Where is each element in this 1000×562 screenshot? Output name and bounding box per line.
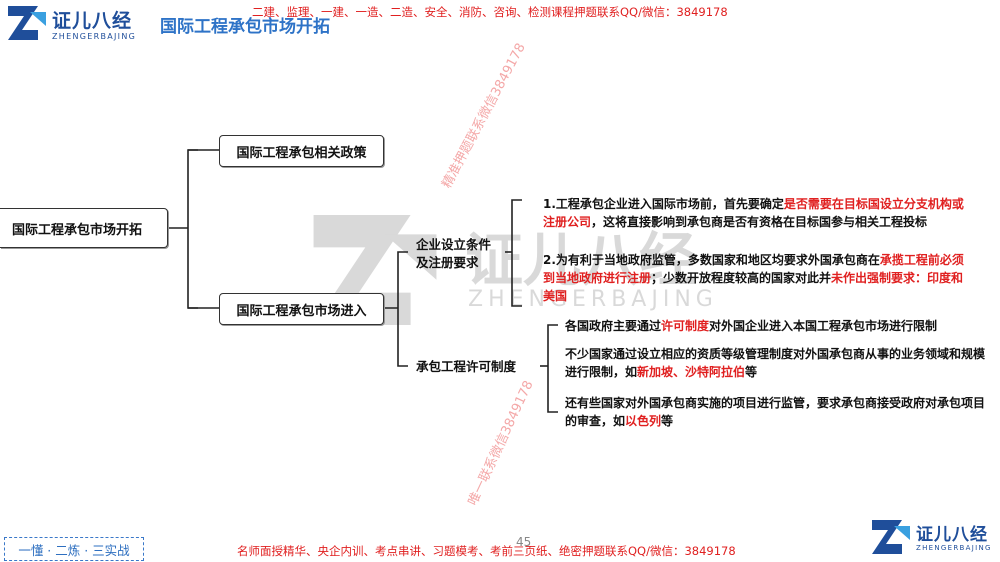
licensing-point-3: 还有些国家对外国承包商实施的项目进行监管，要求承包商接受政府对承包项目的审查，如… [565,394,985,430]
footer-brand-name-en: ZHENGERBAJING [916,544,992,552]
licensing-point-2-text-c: 等 [745,365,758,379]
registration-point-2-text-c: ；少数开放程度较高的国家对此并 [651,271,832,285]
registration-point-2-highlight-1: 承揽工程前必须到当地政府进行注册 [543,253,964,285]
registration-point-2-highlight-2: 未作出强制要求：印度和美国 [543,271,964,303]
licensing-point-3-text-c: 等 [661,414,674,428]
licensing-point-1-highlight: 许可制度 [661,319,710,333]
watermark-text-cn: 证儿八经 [465,226,698,294]
page-title: 国际工程承包市场开拓 [160,17,330,37]
branch-node-policy: 国际工程承包相关政策 [219,135,384,167]
licensing-point-3-highlight: 以色列 [625,414,662,428]
licensing-point-1-text-a: 各国政府主要通过 [565,319,662,333]
registration-point-1-highlight: 是否需要在目标国设立分支机构或注册公司 [543,197,964,229]
sub-node-licensing: 承包工程许可制度 [416,358,516,376]
footer-brand-name-cn: 证儿八经 [916,525,988,545]
root-node-label: 国际工程承包市场开拓 [12,222,143,238]
footer-brand-logo-icon [872,520,910,554]
center-watermark: 证儿八经 ZHENGERBAJING [300,215,720,335]
root-node: 国际工程承包市场开拓 [0,208,168,248]
branch-node-policy-label: 国际工程承包相关政策 [236,145,367,161]
licensing-point-2-highlight: 新加坡、沙特阿拉伯 [637,365,746,379]
header-logo: 证儿八经 ZHENGERBAJING [8,6,158,48]
footer-slogan-box: 一懂 · 二炼 · 三实战 [4,537,144,561]
brand-name-cn: 证儿八经 [52,10,133,32]
footer-logo: 证儿八经 ZHENGERBAJING [872,518,996,558]
brand-name-en: ZHENGERBAJING [52,32,137,41]
sub-node-registration: 企业设立条件 及注册要求 [416,236,508,272]
licensing-point-1: 各国政府主要通过许可制度对外国企业进入本国工程承包市场进行限制 [565,317,985,335]
licensing-point-1-text-c: 对外国企业进入本国工程承包市场进行限制 [709,319,938,333]
licensing-point-2-text-a: 不少国家通过设立相应的资质等级管理制度对外国承包商从事的业务领域和规模进行限制，… [565,347,986,379]
sub-node-registration-line2: 及注册要求 [416,255,479,270]
footer-slogan: 一懂 · 二炼 · 三实战 [18,542,130,558]
top-ad-text: 二建、监理、一建、一造、二造、安全、消防、咨询、检测课程押题联系QQ/微信：38… [252,5,728,19]
licensing-point-2: 不少国家通过设立相应的资质等级管理制度对外国承包商从事的业务领域和规模进行限制，… [565,345,985,381]
sub-node-registration-line1: 企业设立条件 [416,237,492,252]
brand-logo-icon [8,6,46,40]
footer-ad-text: 名师面授精华、央企内训、考点串讲、习题模考、考前三页纸、绝密押题联系QQ/微信：… [237,544,736,558]
registration-point-1-text-c: ，这将直接影响到承包商是否有资格在目标国参与相关工程投标 [591,215,928,229]
branch-node-market-entry-label: 国际工程承包市场进入 [236,303,367,319]
registration-point-1: 1.工程承包企业进入国际市场前，首先要确定是否需要在目标国设立分支机构或注册公司… [543,195,975,231]
registration-point-1-text-a: 1.工程承包企业进入国际市场前，首先要确定 [543,197,784,211]
registration-point-2: 2.为有利于当地政府监管，多数国家和地区均要求外国承包商在承揽工程前必须到当地政… [543,251,975,305]
page-number: 45 [516,535,532,549]
licensing-point-3-text-a: 还有些国家对外国承包商实施的项目进行监管，要求承包商接受政府对承包项目的审查，如 [565,396,986,428]
watermark-text-en: ZHENGERBAJING [468,287,718,312]
sub-node-licensing-label: 承包工程许可制度 [416,359,517,374]
branch-node-market-entry: 国际工程承包市场进入 [219,293,384,325]
registration-point-2-text-a: 2.为有利于当地政府监管，多数国家和地区均要求外国承包商在 [543,253,880,267]
